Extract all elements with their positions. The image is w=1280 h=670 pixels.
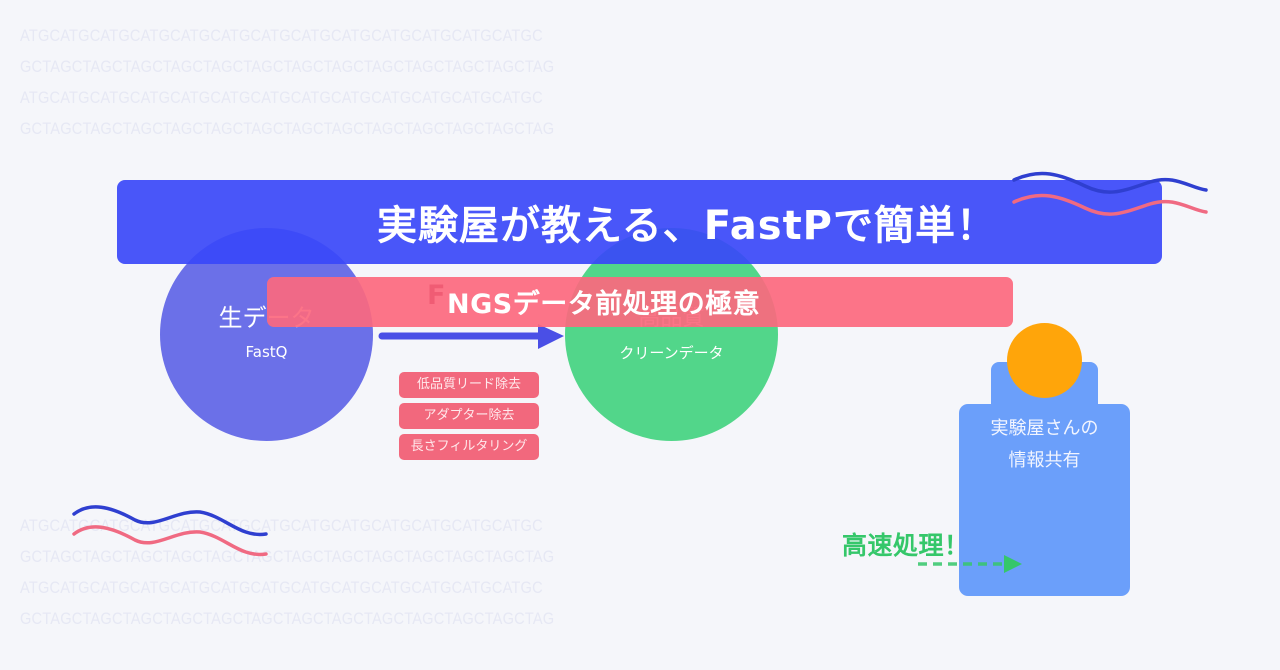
dna-sequence-background-bottom: ATGCATGCATGCATGCATGCATGCATGCATGCATGCATGC… [20, 510, 641, 634]
step-tag-adapter-trim: アダプター除去 [399, 403, 539, 429]
raw-data-format: FastQ [245, 343, 288, 361]
dna-line: GCTAGCTAGCTAGCTAGCTAGCTAGCTAGCTAGCTAGCTA… [20, 609, 555, 628]
dna-strand-icon [1012, 171, 1208, 216]
dna-line: ATGCATGCATGCATGCATGCATGCATGCATGCATGCATGC… [20, 516, 543, 535]
person-caption-line1: 実験屋さんの [990, 418, 1099, 439]
page-subtitle: NGSデータ前処理の極意 [447, 289, 761, 320]
process-arrow-icon [378, 324, 564, 349]
subtitle-ghost-letter: F [427, 280, 446, 311]
person-head [1007, 323, 1082, 398]
step-tag-length-filter: 長さフィルタリング [399, 434, 539, 460]
page-title: 実験屋が教える、FastPで簡単！ [376, 203, 998, 249]
speed-label: 高速処理！ [842, 531, 970, 560]
person-caption: 実験屋さんの 情報共有 [959, 413, 1130, 477]
title-banner: 実験屋が教える、FastPで簡単！ [117, 180, 1162, 264]
subtitle-banner: F NGSデータ前処理の極意 [267, 277, 1013, 327]
person-caption-line2: 情報共有 [1008, 450, 1081, 471]
dna-line: ATGCATGCATGCATGCATGCATGCATGCATGCATGCATGC… [20, 26, 543, 45]
dna-line: ATGCATGCATGCATGCATGCATGCATGCATGCATGCATGC… [20, 578, 543, 597]
clean-data-sublabel: クリーンデータ [619, 344, 724, 362]
dna-sequence-background-top: ATGCATGCATGCATGCATGCATGCATGCATGCATGCATGC… [20, 20, 641, 144]
processing-steps-list: 低品質リード除去 アダプター除去 長さフィルタリング [399, 372, 539, 465]
dna-line: GCTAGCTAGCTAGCTAGCTAGCTAGCTAGCTAGCTAGCTA… [20, 119, 555, 138]
dna-line: ATGCATGCATGCATGCATGCATGCATGCATGCATGCATGC… [20, 88, 543, 107]
dna-line: GCTAGCTAGCTAGCTAGCTAGCTAGCTAGCTAGCTAGCTA… [20, 57, 555, 76]
dna-line: GCTAGCTAGCTAGCTAGCTAGCTAGCTAGCTAGCTAGCTA… [20, 547, 555, 566]
person-body [959, 404, 1130, 596]
dna-strand-icon [72, 505, 268, 557]
dashed-arrow-icon [918, 555, 1022, 573]
step-tag-quality-trim: 低品質リード除去 [399, 372, 539, 398]
